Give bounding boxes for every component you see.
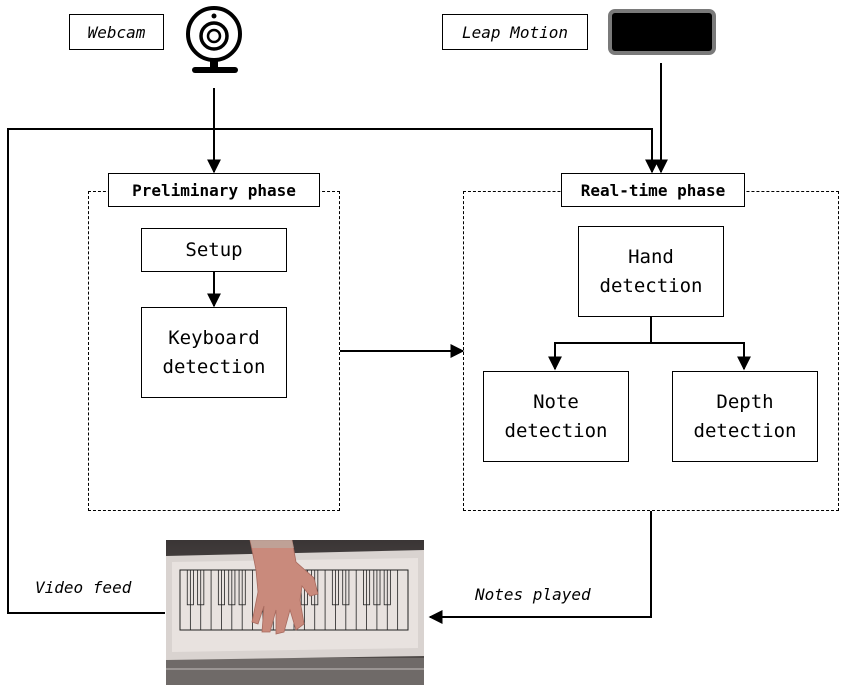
arrow-hand-to-depth — [651, 342, 751, 371]
arrow-video-feed-loop — [7, 128, 659, 614]
white-keys — [189, 570, 399, 630]
leap-motion-device-icon — [608, 9, 716, 55]
depth-detection-box: Depth detection — [672, 371, 818, 462]
black-key — [238, 569, 246, 606]
hand — [249, 540, 319, 635]
black-key — [197, 569, 205, 606]
video-feed-label: Video feed — [35, 578, 132, 597]
hand-detection-box: Hand detection — [578, 226, 724, 317]
black-key — [363, 569, 371, 606]
keyboard-photo-with-hand — [166, 540, 424, 685]
black-key — [383, 569, 391, 606]
leap-motion-label: Leap Motion — [442, 14, 588, 50]
black-key — [331, 569, 339, 606]
arrow-hand-to-note — [548, 317, 652, 371]
black-key — [217, 569, 225, 606]
note-detection-box: Note detection — [483, 371, 629, 462]
keyboard-detection-box: Keyboard detection — [141, 307, 287, 398]
webcam-icon — [186, 6, 242, 73]
black-key — [186, 569, 194, 606]
black-key — [342, 569, 350, 606]
webcam-label: Webcam — [69, 14, 164, 50]
realtime-phase-title: Real-time phase — [561, 173, 745, 207]
arrow-notes-played — [428, 511, 652, 624]
notes-played-label: Notes played — [475, 585, 591, 604]
black-key — [228, 569, 236, 606]
preliminary-phase-title: Preliminary phase — [108, 173, 320, 207]
setup-box: Setup — [141, 228, 287, 272]
black-key — [373, 569, 381, 606]
